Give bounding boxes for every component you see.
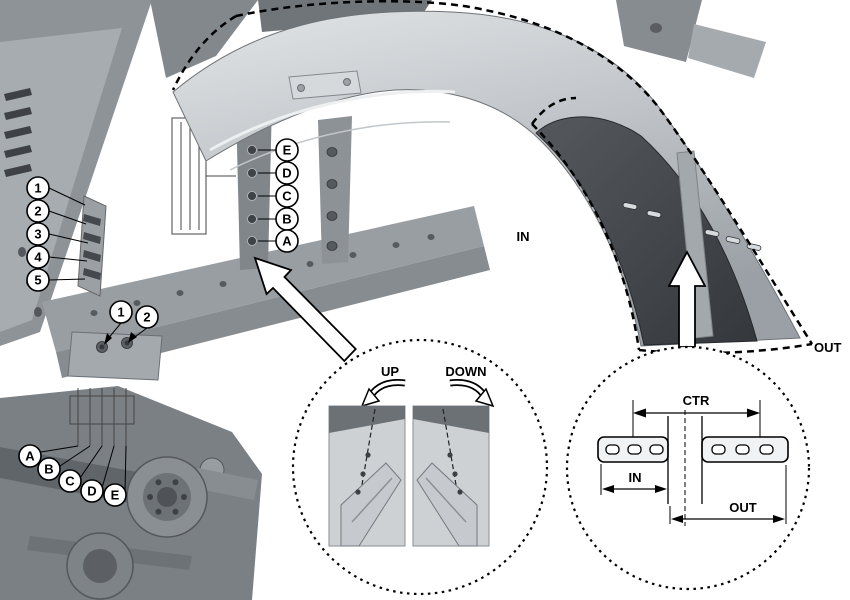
- callout-label: D: [87, 484, 96, 499]
- bolt-bracket: [67, 331, 163, 381]
- callout-label: A: [25, 449, 35, 464]
- fender: [172, 10, 801, 347]
- front-axle-assembly: [0, 386, 262, 600]
- callout-label: 2: [34, 204, 41, 219]
- detail-circle-updown: UP DOWN: [291, 338, 549, 596]
- fender-top-plate: [288, 70, 362, 100]
- callout-letter: E: [275, 138, 299, 162]
- down-label: DOWN: [445, 364, 486, 379]
- callout-number: 5: [26, 268, 50, 292]
- ctr-dimension: [632, 400, 761, 437]
- callout-label: E: [111, 488, 120, 503]
- down-rotate-arrow-icon: [449, 379, 495, 408]
- detail-panel-down: [412, 405, 490, 547]
- callout-label: C: [65, 474, 75, 489]
- fender-out-label: OUT: [814, 340, 842, 355]
- callout-letter: B: [37, 457, 61, 481]
- detail-panel-up: [328, 405, 406, 547]
- vent-slats: [4, 88, 32, 177]
- callout-number: 2: [26, 199, 50, 223]
- callout-label: C: [282, 189, 292, 204]
- callout-letter: B: [275, 207, 299, 231]
- callout-letter: D: [275, 161, 299, 185]
- callout-label: 1: [117, 305, 124, 320]
- out-dimension: [669, 465, 787, 524]
- callout-label: B: [44, 462, 53, 477]
- fender-dashed-outline: [171, 0, 814, 355]
- callout-letter: D: [80, 479, 104, 503]
- callout-number: 4: [26, 245, 50, 269]
- callout-label: 5: [34, 273, 41, 288]
- callouts-bracket-numbers: 1 2: [109, 300, 159, 329]
- slotted-adjuster-part: [77, 195, 107, 297]
- callout-letter: C: [275, 184, 299, 208]
- callout-number: 1: [26, 176, 50, 200]
- up-rotate-arrow-icon: [360, 379, 406, 408]
- callout-label: 2: [143, 310, 150, 325]
- out-label: OUT: [729, 500, 757, 515]
- detail-circle-alignment: CTR IN OUT: [565, 345, 811, 591]
- diagonal-arrow-icon: [253, 256, 357, 363]
- callout-letter: A: [275, 229, 299, 253]
- callouts-frame-letters: E D C B A: [275, 138, 299, 253]
- callout-label: 3: [34, 227, 41, 242]
- slot-bar: [597, 410, 789, 526]
- up-label: UP: [381, 364, 399, 379]
- callout-label: D: [282, 166, 291, 181]
- callout-number: 1: [109, 300, 133, 324]
- mounting-hole-bracket: [236, 102, 272, 270]
- callout-letter: E: [103, 483, 127, 507]
- callout-label: 1: [34, 181, 41, 196]
- fender-in-label: IN: [517, 229, 530, 244]
- callout-label: B: [282, 212, 291, 227]
- in-label: IN: [629, 470, 642, 485]
- callout-letter: A: [18, 444, 42, 468]
- leader-lines: [40, 149, 276, 493]
- callout-label: 4: [34, 250, 42, 265]
- callout-number: 2: [135, 305, 159, 329]
- callout-letter: C: [58, 469, 82, 493]
- ctr-label: CTR: [683, 393, 710, 408]
- callouts-axle-letters: A B C D E: [18, 444, 127, 507]
- callouts-left-numbers: 1 2 3 4 5: [26, 176, 50, 292]
- in-dimension: [600, 464, 667, 495]
- callout-number: 3: [26, 222, 50, 246]
- callout-label: A: [282, 234, 292, 249]
- callout-label: E: [283, 143, 292, 158]
